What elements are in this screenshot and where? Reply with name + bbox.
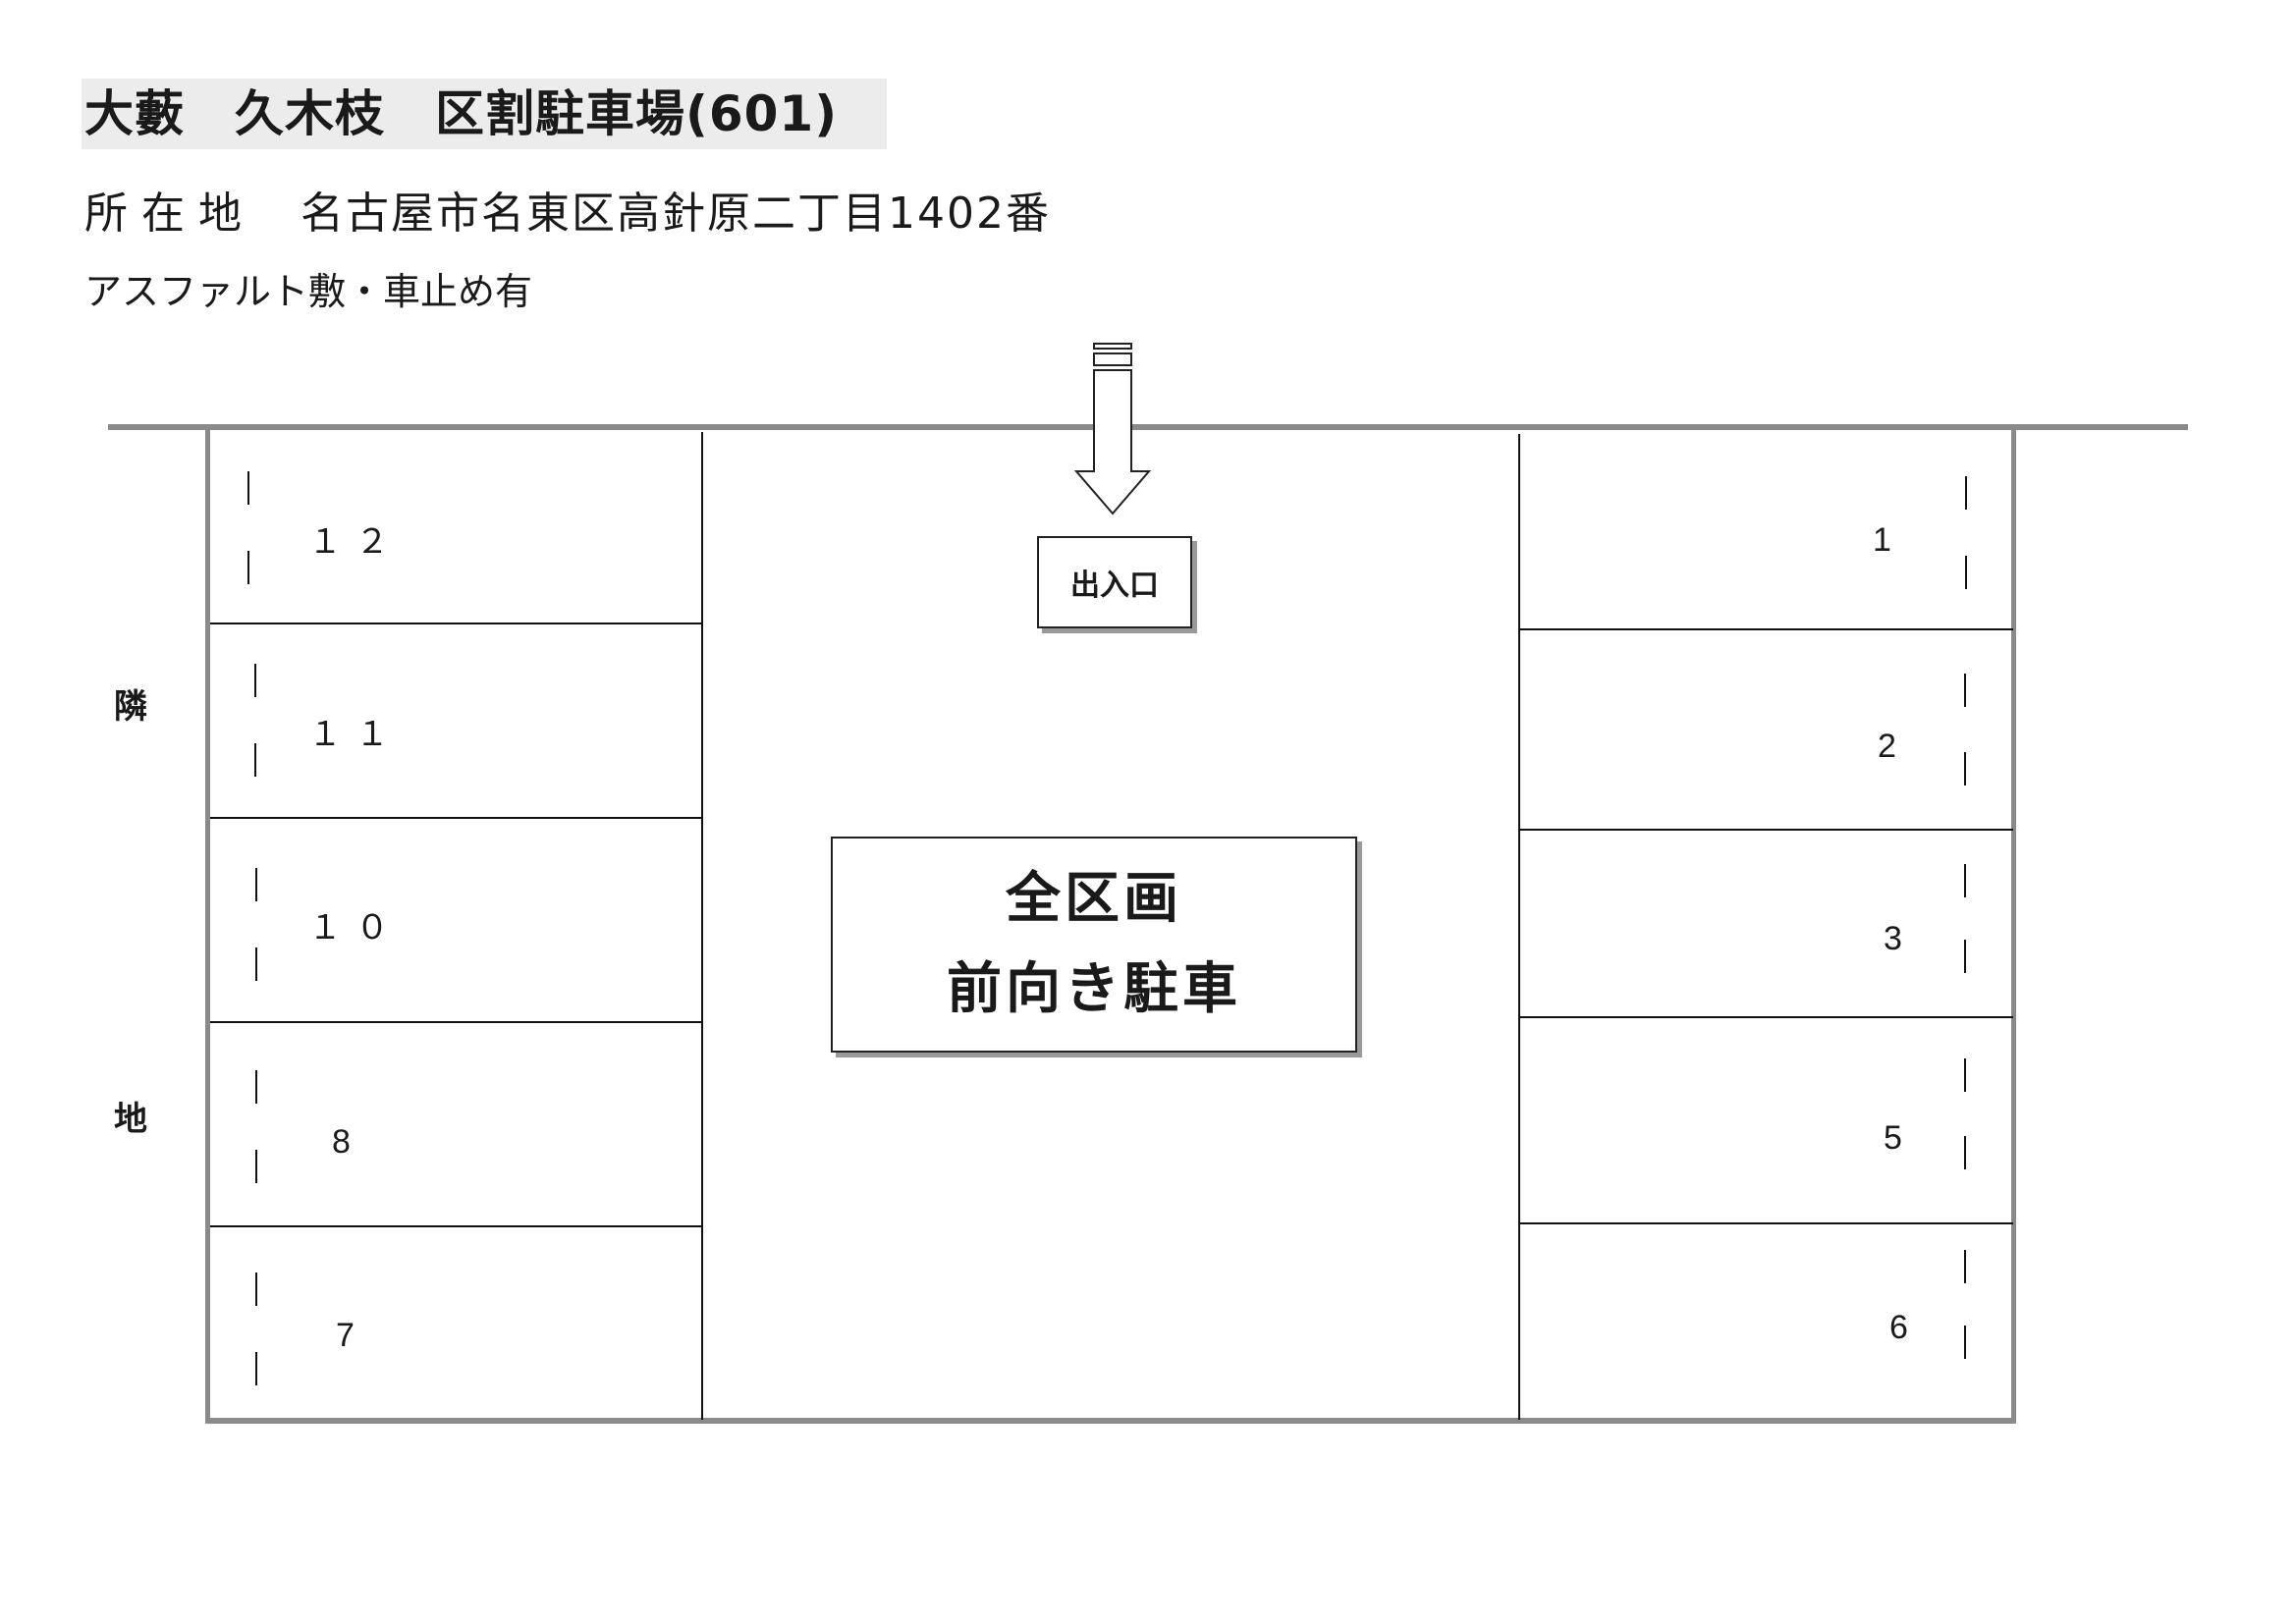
wheel-stop-icon — [255, 1352, 257, 1385]
wheel-stop-icon — [1964, 752, 1966, 785]
space-number-11: １１ — [308, 716, 403, 753]
wheel-stop-icon — [254, 664, 256, 697]
left-boundary-wall — [205, 426, 210, 1424]
wheel-stop-icon — [255, 1070, 257, 1104]
space-divider — [210, 1021, 703, 1023]
neighbor-label-top: 隣 — [114, 687, 147, 727]
address-label: 所在地 — [84, 189, 255, 239]
space-number-10: １０ — [308, 909, 403, 947]
wheel-stop-icon — [1964, 1058, 1966, 1092]
right-aisle-line — [1518, 434, 1520, 1420]
wheel-stop-icon — [1965, 476, 1967, 510]
road-boundary-line — [108, 424, 2188, 430]
space-divider — [1520, 1016, 2013, 1018]
surface-note: アスファルト敷・車止め有 — [84, 270, 533, 313]
address: 所在地 名古屋市名東区高針原二丁目1402番 — [84, 187, 1051, 242]
right-boundary-wall — [2011, 426, 2016, 1424]
neighbor-label-bottom: 地 — [114, 1100, 147, 1139]
space-number-5: 5 — [1884, 1119, 1916, 1157]
wheel-stop-icon — [255, 1272, 257, 1306]
wheel-stop-icon — [1964, 864, 1966, 897]
wheel-stop-icon — [255, 1150, 257, 1183]
notice-line-2: 前向き駐車 — [947, 957, 1241, 1021]
space-number-2: 2 — [1878, 728, 1910, 765]
wheel-stop-icon — [1965, 556, 1967, 589]
wheel-stop-icon — [1964, 1136, 1966, 1169]
space-number-7: 7 — [336, 1317, 368, 1354]
title-band — [82, 79, 887, 149]
space-number-1: 1 — [1873, 521, 1905, 559]
page-title: 大藪 久木枝 区割駐車場(601) — [84, 85, 839, 142]
wheel-stop-icon — [247, 551, 249, 584]
space-number-6: 6 — [1889, 1309, 1922, 1346]
space-divider — [1520, 628, 2013, 630]
entrance-label-box: 出入口 — [1037, 536, 1192, 628]
wheel-stop-icon — [255, 868, 257, 901]
space-number-3: 3 — [1884, 920, 1916, 957]
left-aisle-line — [701, 432, 703, 1420]
wheel-stop-icon — [1964, 674, 1966, 707]
address-value: 名古屋市名東区高針原二丁目1402番 — [301, 189, 1051, 239]
space-number-12: １２ — [308, 523, 403, 561]
wheel-stop-icon — [1964, 1326, 1966, 1359]
space-divider — [210, 1225, 703, 1227]
notice-line-1: 全区画 — [1006, 867, 1182, 931]
wheel-stop-icon — [254, 743, 256, 777]
wheel-stop-icon — [247, 471, 249, 505]
bottom-boundary-wall — [205, 1418, 2016, 1424]
space-divider — [210, 817, 703, 819]
wheel-stop-icon — [1964, 940, 1966, 973]
wheel-stop-icon — [255, 947, 257, 981]
wheel-stop-icon — [1964, 1250, 1966, 1283]
entrance-label: 出入口 — [1070, 568, 1159, 603]
down-arrow-icon — [1073, 343, 1152, 515]
parking-rule-notice: 全区画 前向き駐車 — [831, 837, 1357, 1053]
space-divider — [210, 623, 703, 624]
space-divider — [1520, 829, 2013, 831]
space-number-8: 8 — [332, 1123, 364, 1161]
space-divider — [1520, 1222, 2013, 1224]
